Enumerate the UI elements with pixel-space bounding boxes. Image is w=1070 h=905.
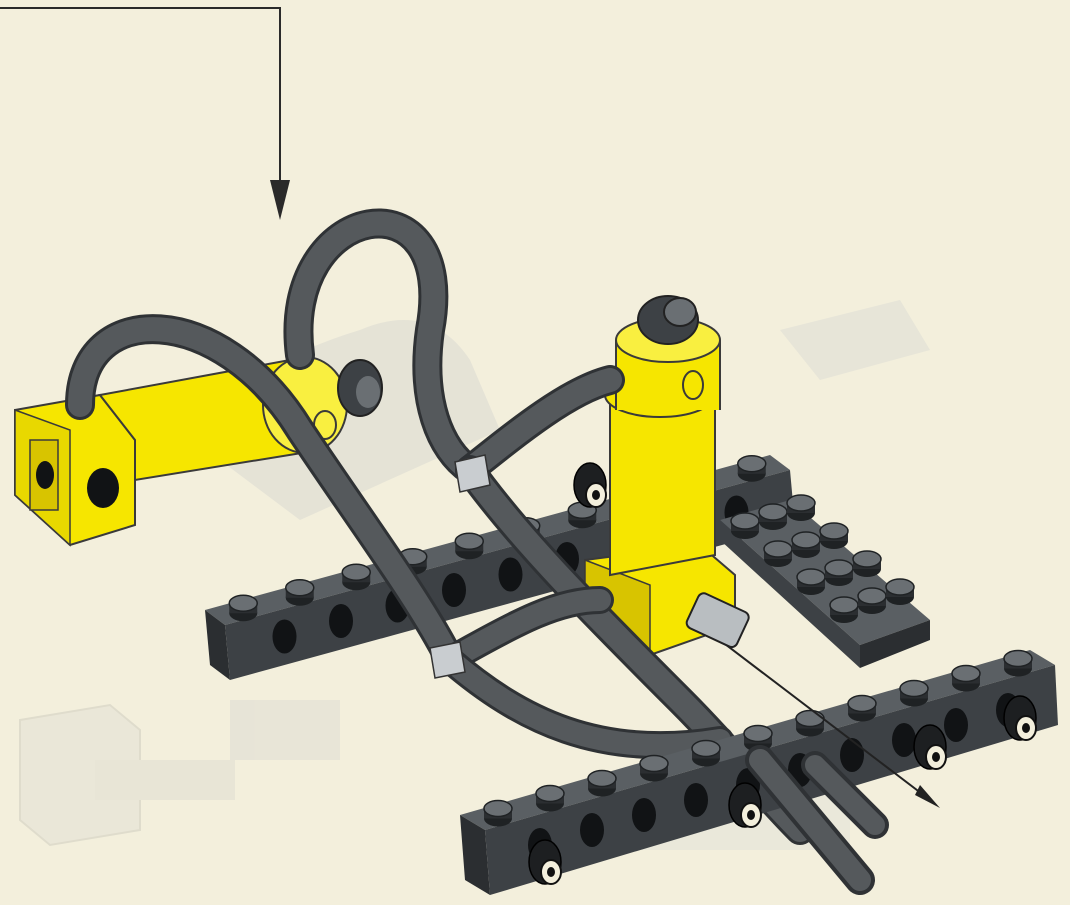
- front-stud: [900, 681, 928, 707]
- rear-stud: [738, 456, 766, 482]
- rear-stud: [229, 595, 257, 621]
- front-hole: [944, 708, 968, 742]
- plate-stud: [792, 532, 820, 558]
- front-stud: [484, 801, 512, 827]
- front-hole: [580, 813, 604, 847]
- t-connector-2: [430, 642, 465, 678]
- t-connector-1: [455, 455, 490, 492]
- front-stud: [1004, 651, 1032, 677]
- black-pin: [529, 840, 561, 884]
- front-hole: [632, 798, 656, 832]
- front-hole: [684, 783, 708, 817]
- plate-stud: [886, 579, 914, 605]
- front-stud: [692, 741, 720, 767]
- front-stud: [640, 756, 668, 782]
- black-pin: [729, 783, 761, 827]
- front-stud: [536, 786, 564, 812]
- plate-stud: [787, 495, 815, 521]
- front-hole: [840, 738, 864, 772]
- rear-stud: [455, 533, 483, 559]
- rear-stud: [286, 580, 314, 606]
- rear-hole: [273, 620, 297, 654]
- plate-stud: [830, 597, 858, 623]
- front-stud: [796, 711, 824, 737]
- plate-stud: [759, 504, 787, 530]
- plate-stud: [858, 588, 886, 614]
- rear-hole: [499, 558, 523, 592]
- front-hole: [892, 723, 916, 757]
- plate-stud: [731, 513, 759, 539]
- plate-stud: [825, 560, 853, 586]
- front-stud: [848, 696, 876, 722]
- front-stud: [952, 666, 980, 692]
- rear-hole: [442, 573, 466, 607]
- rear-hole: [329, 604, 353, 638]
- black-pin: [574, 463, 606, 507]
- plate-stud: [797, 569, 825, 595]
- flat-plate: [720, 495, 930, 668]
- rear-stud: [342, 564, 370, 590]
- instruction-arrow: [0, 8, 290, 220]
- plate-stud: [764, 541, 792, 567]
- plate-stud: [853, 551, 881, 577]
- black-pin: [1004, 696, 1036, 740]
- plate-stud: [820, 523, 848, 549]
- front-stud: [588, 771, 616, 797]
- black-pin: [914, 725, 946, 769]
